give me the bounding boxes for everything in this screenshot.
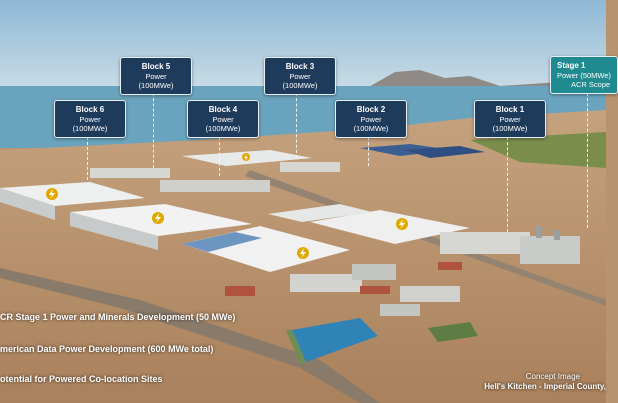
callout-title: Stage 1 xyxy=(557,61,586,70)
road-secondary xyxy=(245,170,606,306)
green-plot xyxy=(428,322,478,342)
callout-stage1: Stage 1 Power (50MWe) ACR Scope xyxy=(550,56,618,94)
datacenter-building-1 xyxy=(0,182,145,206)
callout-title: Block 2 xyxy=(356,105,386,114)
callout-subtitle: Power (100MWe) xyxy=(205,115,241,133)
lightning-bolt-icon xyxy=(396,218,408,230)
leader-block3 xyxy=(296,88,297,158)
legend-item-data-power: merican Data Power Development (600 MWe … xyxy=(0,344,214,354)
callout-title: Block 6 xyxy=(75,105,105,114)
green-fields xyxy=(470,132,606,168)
leader-block5 xyxy=(153,88,154,168)
legend-item-stage1: CR Stage 1 Power and Minerals Developmen… xyxy=(0,312,236,322)
callout-block1: Block 1 Power (100MWe) xyxy=(474,100,546,138)
leader-block6 xyxy=(87,132,88,180)
callout-subtitle: Power (100MWe) xyxy=(282,72,318,90)
lightning-bolt-icon xyxy=(297,247,309,259)
leader-block1 xyxy=(507,132,508,232)
callout-title: Block 5 xyxy=(141,62,171,71)
callout-subtitle: Power (50MWe) xyxy=(557,71,612,80)
pond-edge xyxy=(286,330,306,364)
callout-block2: Block 2 Power (100MWe) xyxy=(335,100,407,138)
callout-subtitle: Power (100MWe) xyxy=(353,115,389,133)
leader-block4 xyxy=(219,132,220,176)
caption-title: Concept Image xyxy=(525,372,580,381)
callout-block4: Block 4 Power (100MWe) xyxy=(187,100,259,138)
callout-block5: Block 5 Power (100MWe) xyxy=(120,57,192,95)
datacenter-building-3-roof-blue xyxy=(182,232,262,252)
road-main xyxy=(0,268,380,403)
datacenter-building-2-side xyxy=(70,212,158,250)
callout-block3: Block 3 Power (100MWe) xyxy=(264,57,336,95)
caption: Concept Image Hell's Kitchen - Imperial … xyxy=(484,372,606,392)
legend-item-co-location: otential for Powered Co-location Sites xyxy=(0,374,163,384)
callout-subtitle: Power (100MWe) xyxy=(138,72,174,90)
solar-field-2 xyxy=(405,146,485,158)
datacenter-building-4 xyxy=(310,210,470,244)
callout-subtitle: Power (100MWe) xyxy=(492,115,528,133)
power-plant-stage1 xyxy=(440,226,580,264)
lightning-bolt-icon xyxy=(242,153,250,161)
water-pond xyxy=(292,318,378,362)
caption-location: Hell's Kitchen - Imperial County, xyxy=(484,382,606,391)
power-plant-blocks xyxy=(225,262,462,316)
lightning-bolt-icon xyxy=(46,188,58,200)
datacenter-building-6 xyxy=(268,204,372,222)
callout-title: Block 4 xyxy=(208,105,238,114)
lightning-bolt-icon xyxy=(152,212,164,224)
callout-title: Block 1 xyxy=(495,105,525,114)
callout-title: Block 3 xyxy=(285,62,315,71)
leader-stage1 xyxy=(587,88,588,228)
callout-subtitle: Power (100MWe) xyxy=(72,115,108,133)
datacenter-building-1-side xyxy=(0,188,55,220)
leader-block2 xyxy=(368,132,369,166)
callout-block6: Block 6 Power (100MWe) xyxy=(54,100,126,138)
callout-note: ACR Scope xyxy=(571,80,611,89)
small-structures-far xyxy=(90,162,340,192)
